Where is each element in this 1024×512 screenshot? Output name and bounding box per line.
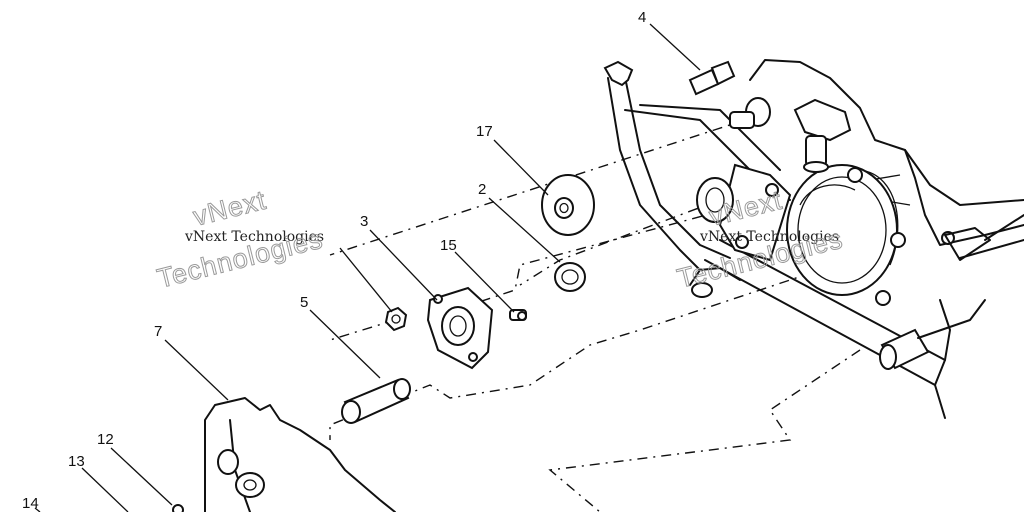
part-7-bracket	[172, 397, 396, 512]
watermark-caption-left: vNext Technologies	[184, 229, 324, 245]
assembly-center-lines	[329, 119, 881, 512]
callout-5: 5	[300, 294, 308, 311]
watermark-caption-right: vNext Technologies	[699, 229, 839, 245]
callout-2: 2	[478, 181, 486, 198]
callout-labels: 4 17 2 3 15 5 7 12 13 14	[22, 9, 646, 512]
part-2-bushing	[554, 262, 586, 292]
part-4-bolt	[688, 60, 736, 96]
bearing-plate	[426, 286, 494, 370]
watermark-word1-left: vNext	[190, 185, 269, 232]
part-15-fitting	[509, 309, 527, 321]
part-17-washer	[541, 174, 595, 236]
part-3-nut	[384, 306, 408, 332]
callout-15: 15	[440, 237, 457, 254]
callout-7: 7	[154, 323, 162, 340]
callout-14: 14	[22, 495, 39, 512]
callout-3: 3	[360, 213, 368, 230]
shift-lever	[603, 60, 792, 298]
callout-17: 17	[476, 123, 493, 140]
watermark-left: vNext vNext Technologies Technologies	[154, 184, 327, 294]
callout-12: 12	[97, 431, 114, 448]
part-5-pin	[341, 378, 411, 424]
leader-lines	[34, 23, 701, 512]
transmission-housing	[704, 59, 1024, 419]
callout-13: 13	[68, 453, 85, 470]
callout-4: 4	[638, 9, 646, 26]
